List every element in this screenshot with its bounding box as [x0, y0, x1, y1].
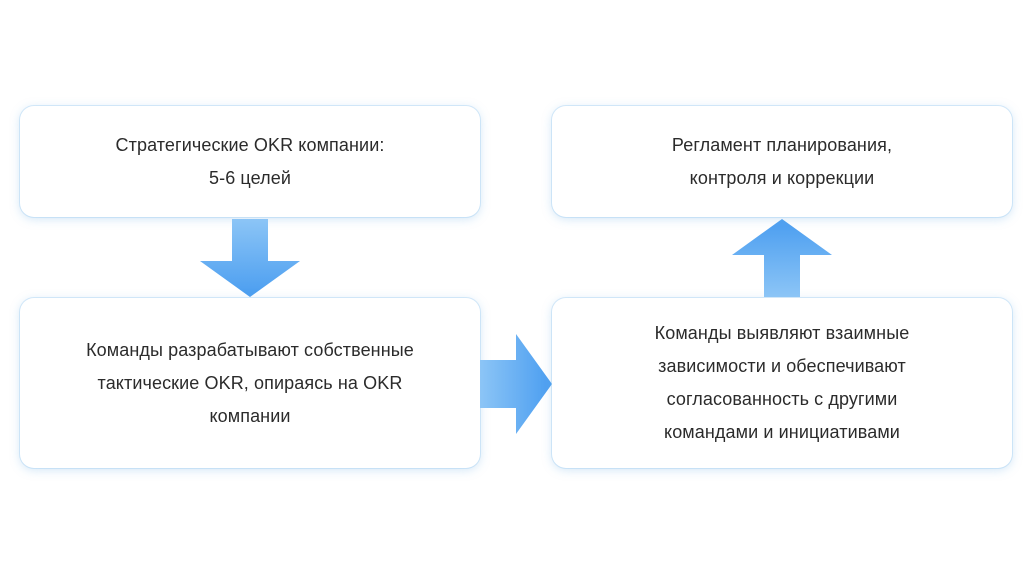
step-company-strategic-okr-text: Стратегические OKR компании: 5-6 целей	[115, 134, 385, 188]
step-team-tactical-okr-text: Команды разрабатывают собственные тактич…	[86, 339, 414, 426]
step-company-strategic-okr: Стратегические OKR компании: 5-6 целей	[20, 106, 480, 217]
step-regulation-text: Регламент планирования, контроля и корре…	[671, 134, 893, 188]
arrow-up-icon	[732, 219, 832, 297]
step-regulation: Регламент планирования, контроля и корре…	[552, 106, 1012, 217]
step-team-dependencies: Команды выявляют взаимные зависимости и …	[552, 298, 1012, 468]
step-team-dependencies-text: Команды выявляют взаимные зависимости и …	[654, 323, 910, 442]
arrow-right-icon	[480, 334, 552, 434]
arrow-down-icon	[200, 219, 300, 297]
step-team-tactical-okr: Команды разрабатывают собственные тактич…	[20, 298, 480, 468]
